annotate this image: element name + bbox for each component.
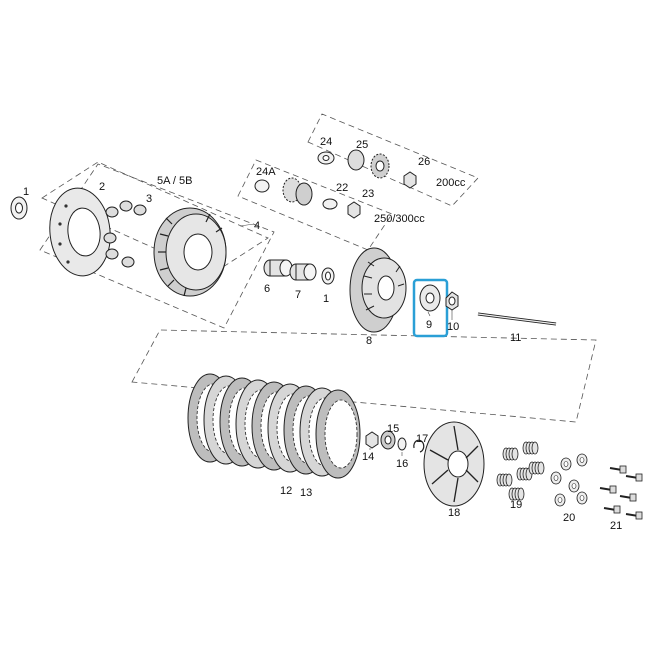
gear-group-200cc-box [307,113,479,207]
clutch-spring [508,487,525,501]
washer-part-24 [317,151,335,165]
spring-bolt [603,505,621,514]
callout-26: 26 [418,156,430,168]
callout-21: 21 [610,520,622,532]
callout-20: 20 [563,512,575,524]
washer-part-1-center [321,267,335,285]
pressure-plate-part-18 [423,421,485,507]
nut-part-23 [347,201,361,219]
callout-13: 13 [300,487,312,499]
gear-part-25 [347,149,390,179]
spring-bolt [625,511,643,520]
callout-18: 18 [448,507,460,519]
inner-clutch-hub-part-8 [349,247,407,333]
spring-washers-part-20 [550,453,588,507]
leader-lines [239,223,453,456]
clutch-plate [315,389,361,479]
spring-washer [560,457,572,471]
callout-4: 4 [254,220,260,232]
spring-washer [576,453,588,467]
clutch-spring [516,467,533,481]
spring-bolts-part-21 [599,465,643,520]
spring-washer [576,491,588,505]
clutch-spring [496,473,513,487]
clutch-spring [528,461,545,475]
callout-5A-5B: 5A / 5B [157,175,192,187]
callout-16: 16 [396,458,408,470]
callout-2: 2 [99,181,105,193]
spring-bolt [619,493,637,502]
clutch-spring [502,447,519,461]
clutch-basket-part-4 [153,207,227,297]
spring-washer [550,471,562,485]
callout-23: 23 [362,188,374,200]
spring-bolt [625,473,643,482]
clutch-springs-part-19 [496,441,545,501]
callout-17: 17 [416,433,428,445]
plates-group-box [131,329,597,423]
callout-6: 6 [264,283,270,295]
callout-15: 15 [387,423,399,435]
spring-bolt [599,485,617,494]
bearing-part-15 [380,430,396,450]
part-9-highlight-box [412,278,449,338]
sleeve-part-7 [289,263,317,281]
clutch-basket-group-outline [39,163,275,329]
callout-12: 12 [280,485,292,497]
nut-part-14 [365,431,379,449]
washer-part-16 [397,437,407,451]
callout-7: 7 [295,289,301,301]
callout-24: 24 [320,136,332,148]
callout-11: 11 [510,332,521,344]
circlip-part-17 [413,439,425,453]
bushing-part-6 [263,259,293,277]
callout-14: 14 [362,451,374,463]
callout-10: 10 [447,321,459,333]
clutch-spring [522,441,539,455]
variant-label-250-300cc: 250/300cc [374,213,425,225]
gear-part-24A [254,177,313,206]
callout-1-center: 1 [323,293,329,305]
damper-rings-part-3 [103,200,147,268]
push-rod-part-11 [477,312,557,326]
nut-part-10 [445,291,459,311]
spring-washer [554,493,566,507]
callout-9: 9 [426,319,432,331]
washer-part-1-left [10,196,28,220]
spring-washer [568,479,580,493]
primary-gear-disc-part-2 [49,187,111,277]
callout-25: 25 [356,139,368,151]
callout-24A: 24A [256,166,276,178]
callout-8: 8 [366,335,372,347]
callout-19: 19 [510,499,522,511]
variant-label-200cc: 200cc [436,177,466,189]
nut-part-26 [403,171,417,189]
lock-washer-part-9 [419,284,441,312]
callout-1-left: 1 [23,186,29,198]
spring-bolt [609,465,627,474]
callout-3: 3 [146,193,152,205]
clutch-plates-part-12-13 [187,373,361,479]
callout-22: 22 [336,182,348,194]
washer-part-22 [322,198,338,210]
